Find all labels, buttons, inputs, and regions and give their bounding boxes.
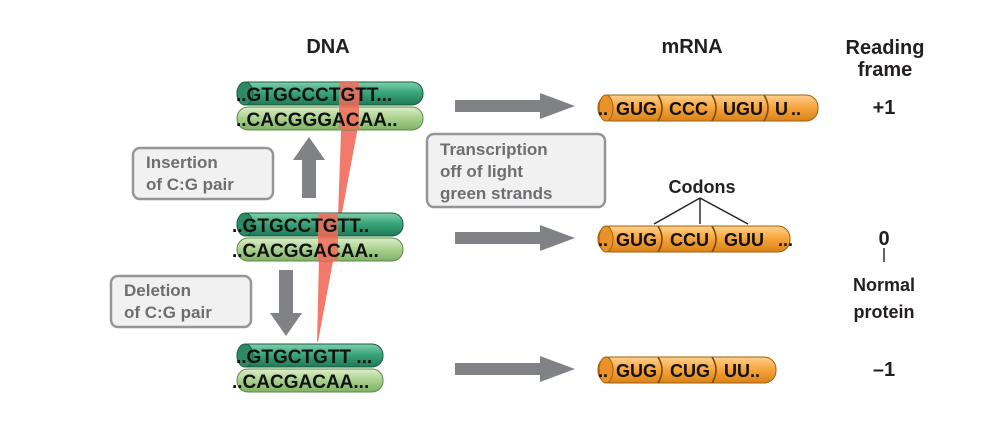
codons-label: Codons [669, 177, 736, 197]
transcription-arrow-deletion [455, 356, 575, 382]
codon-1-normal: GUG [616, 230, 657, 250]
dna-duplex-deletion: ..GTGCTGTT ... ..CACGACAA... [232, 343, 384, 393]
deletion-label-line2: of C:G pair [124, 303, 212, 322]
codons-pointer-lines [653, 197, 749, 225]
transcription-label-line3: green strands [440, 184, 552, 203]
reading-frame-deletion: –1 [873, 359, 895, 381]
codon-3-normal: GUU [724, 230, 764, 250]
codon-1-deletion: GUG [616, 361, 657, 381]
codon-3-insertion: UGU [723, 99, 763, 119]
codon-2-normal: CCU [670, 230, 709, 250]
dna-duplex-insertion: ..GTGCCCTGTT... ..CACGGGACAA.. [236, 81, 424, 131]
codon-2-insertion: CCC [669, 99, 708, 119]
mrna-suffix-normal: ... [778, 230, 793, 250]
insertion-label-line2: of C:G pair [146, 175, 234, 194]
mrna-suffix-insertion: .. [791, 99, 801, 119]
codon-1-insertion: GUG [616, 99, 657, 119]
mrna-prefix-deletion: .. [598, 361, 608, 381]
insertion-up-arrow [293, 137, 325, 198]
mrna-suffix-deletion: .. [750, 361, 760, 381]
dna-header: DNA [306, 36, 349, 58]
dna-duplex-normal: ..GTGCCTGTT.. ..CACGGACAA.. [232, 212, 404, 262]
insertion-callout: Insertion of C:G pair [131, 146, 275, 201]
dna-top-strand-normal: ..GTGCCTGTT.. [232, 216, 369, 237]
reading-frame-header-line2: frame [858, 59, 912, 81]
codon-3-deletion: UU [724, 361, 750, 381]
reading-frame-header-line1: Reading [846, 37, 925, 59]
transcription-callout: Transcription off of light green strands [425, 132, 607, 209]
reading-frame-insertion: +1 [873, 97, 896, 119]
transcription-arrow-normal [455, 225, 575, 251]
transcription-label-line2: off of light [440, 162, 523, 181]
highlight-wedge [317, 83, 357, 342]
reading-frame-normal: 0 [878, 228, 889, 250]
deletion-down-arrow [270, 270, 302, 336]
mrna-normal: .. GUG CCU GUU ... [597, 225, 793, 253]
dna-bottom-strand-deletion: ..CACGACAA... [232, 372, 369, 393]
dna-top-strand-insertion: ..GTGCCCTGTT... [236, 85, 392, 106]
transcription-arrow-insertion [455, 93, 575, 119]
mrna-insertion: .. GUG CCC UGU U .. [597, 94, 819, 122]
codon-2-deletion: CUG [670, 361, 710, 381]
dna-bottom-strand-normal: ..CACGGACAA.. [232, 241, 379, 262]
insertion-label-line1: Insertion [146, 153, 218, 172]
deletion-label-line1: Deletion [124, 281, 191, 300]
mrna-header: mRNA [661, 36, 722, 58]
mrna-prefix-insertion: .. [598, 99, 608, 119]
normal-protein-label-line1: Normal [853, 275, 915, 295]
dna-bottom-strand-insertion: ..CACGGGACAA.. [236, 110, 398, 131]
mrna-deletion: .. GUG CUG UU .. [597, 356, 777, 384]
normal-protein-label-line2: protein [854, 302, 915, 322]
transcription-label-line1: Transcription [440, 140, 548, 159]
mrna-prefix-normal: .. [598, 230, 608, 250]
deletion-callout: Deletion of C:G pair [109, 274, 253, 329]
codon-4-insertion: U [775, 99, 788, 119]
dna-top-strand-deletion: ..GTGCTGTT ... [236, 347, 372, 368]
